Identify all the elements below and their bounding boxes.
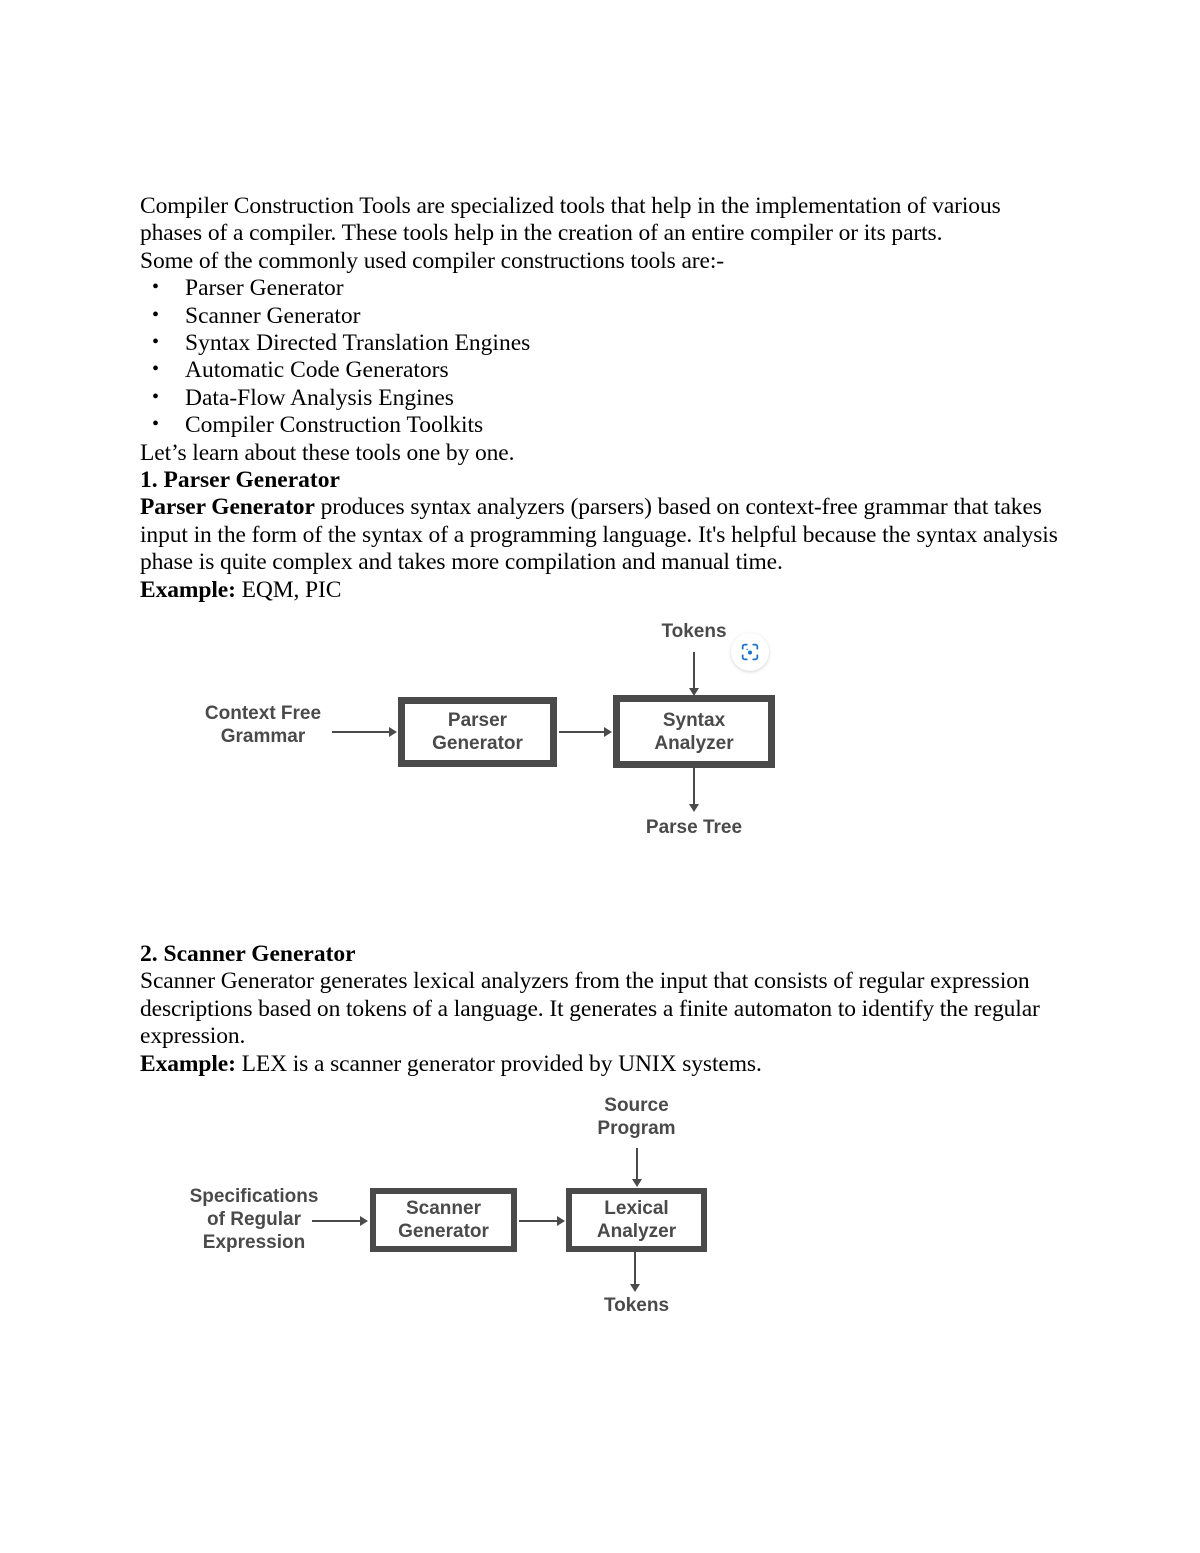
example-label: Example: — [140, 1050, 236, 1077]
lens-scan-icon — [741, 643, 759, 661]
list-item: • Compiler Construction Toolkits — [140, 412, 1062, 439]
tools-list: • Parser Generator • Scanner Generator • Sy… — [140, 275, 1062, 439]
diagram2-box-scanner-generator: Scanner Generator — [370, 1188, 517, 1252]
diagram1-arrow-middle — [559, 731, 606, 733]
list-item-label: Data-Flow Analysis Engines — [185, 384, 454, 411]
example-text: EQM, PIC — [235, 576, 342, 603]
example-label: Example: — [140, 576, 236, 603]
list-item: • Automatic Code Generators — [140, 357, 1062, 384]
diagram1-box1-label: Parser Generator — [432, 710, 523, 754]
list-item: • Scanner Generator — [140, 303, 1062, 330]
section-example-scanner-generator: Example: LEX is a scanner generator prov… — [140, 1051, 1062, 1078]
diagram2-arrow-source-head — [632, 1179, 642, 1187]
diagram1-arrow-parse-tree-head — [689, 804, 699, 812]
bullet-icon: • — [152, 358, 160, 381]
diagram1-input-label: Context Free Grammar — [204, 703, 322, 747]
body-rest: produces syntax analyzers (parsers) base… — [140, 494, 1058, 576]
after-list-text: Let’s learn about these tools one by one… — [140, 439, 515, 466]
diagram2-arrow-tokens — [634, 1252, 636, 1286]
bullet-icon: • — [152, 385, 160, 408]
list-item-label: Automatic Code Generators — [185, 357, 449, 384]
list-item-label: Syntax Directed Translation Engines — [185, 330, 531, 357]
lens-scan-button[interactable] — [731, 633, 769, 671]
diagram2-bottom-output-label: Tokens — [603, 1295, 670, 1316]
diagram1-arrow-middle-head — [604, 727, 612, 737]
diagram2-box1-label: Scanner Generator — [398, 1198, 489, 1242]
body-bold-lead: Parser Generator — [140, 494, 315, 521]
intro-paragraph: Compiler Construction Tools are speciali… — [140, 193, 1001, 247]
bullet-icon: • — [152, 331, 160, 354]
diagram2-top-input-label: Source Program — [597, 1095, 676, 1139]
diagram1-box-syntax-analyzer: Syntax Analyzer — [613, 695, 775, 768]
diagram2-box-lexical-analyzer: Lexical Analyzer — [566, 1188, 707, 1252]
list-item-label: Scanner Generator — [185, 302, 361, 329]
document-body-section-2: 2. Scanner Generator Scanner Generator g… — [140, 941, 1062, 1078]
document-body: Compiler Construction Tools are speciali… — [140, 193, 1062, 604]
list-item: • Syntax Directed Translation Engines — [140, 330, 1062, 357]
diagram2-input-label: Specifications of Regular Expression — [189, 1186, 319, 1253]
diagram1-arrow-input-head — [389, 727, 397, 737]
example-text: LEX is a scanner generator provided by U… — [235, 1050, 762, 1077]
list-item-label: Parser Generator — [185, 275, 344, 302]
bullet-icon: • — [152, 413, 160, 436]
diagram1-arrow-tokens-head — [689, 688, 699, 696]
section-example-parser-generator: Example: EQM, PIC — [140, 577, 1062, 604]
intro-lead-in: Some of the commonly used compiler const… — [140, 247, 724, 274]
diagram2-box2-label: Lexical Analyzer — [596, 1198, 677, 1242]
diagram1-arrow-tokens — [693, 652, 695, 690]
diagram1-top-input-label: Tokens — [661, 621, 727, 642]
list-item-label: Compiler Construction Toolkits — [185, 412, 484, 439]
list-item: • Data-Flow Analysis Engines — [140, 385, 1062, 412]
diagram2-arrow-middle-head — [557, 1216, 565, 1226]
diagram2-arrow-input — [312, 1220, 362, 1222]
diagram1-arrow-input — [332, 731, 390, 733]
diagram2-arrow-middle — [519, 1220, 559, 1222]
diagram1-arrow-parse-tree — [693, 768, 695, 806]
section-body-scanner-generator: Scanner Generator generates lexical anal… — [140, 968, 1040, 1050]
diagram2-arrow-tokens-head — [630, 1284, 640, 1292]
diagram1-box2-label: Syntax Analyzer — [654, 709, 734, 754]
section-body-parser-generator: Parser Generator produces syntax analyze… — [140, 494, 1062, 576]
list-item: • Parser Generator — [140, 275, 1062, 302]
diagram2-arrow-input-head — [360, 1216, 368, 1226]
bullet-icon: • — [152, 276, 160, 299]
diagram1-box-parser-generator: Parser Generator — [398, 697, 557, 767]
diagram1-bottom-output-label: Parse Tree — [645, 817, 743, 838]
bullet-icon: • — [152, 303, 160, 326]
diagram2-arrow-source — [636, 1148, 638, 1181]
section-heading-scanner-generator: 2. Scanner Generator — [140, 941, 356, 967]
section-heading-parser-generator: 1. Parser Generator — [140, 467, 340, 494]
